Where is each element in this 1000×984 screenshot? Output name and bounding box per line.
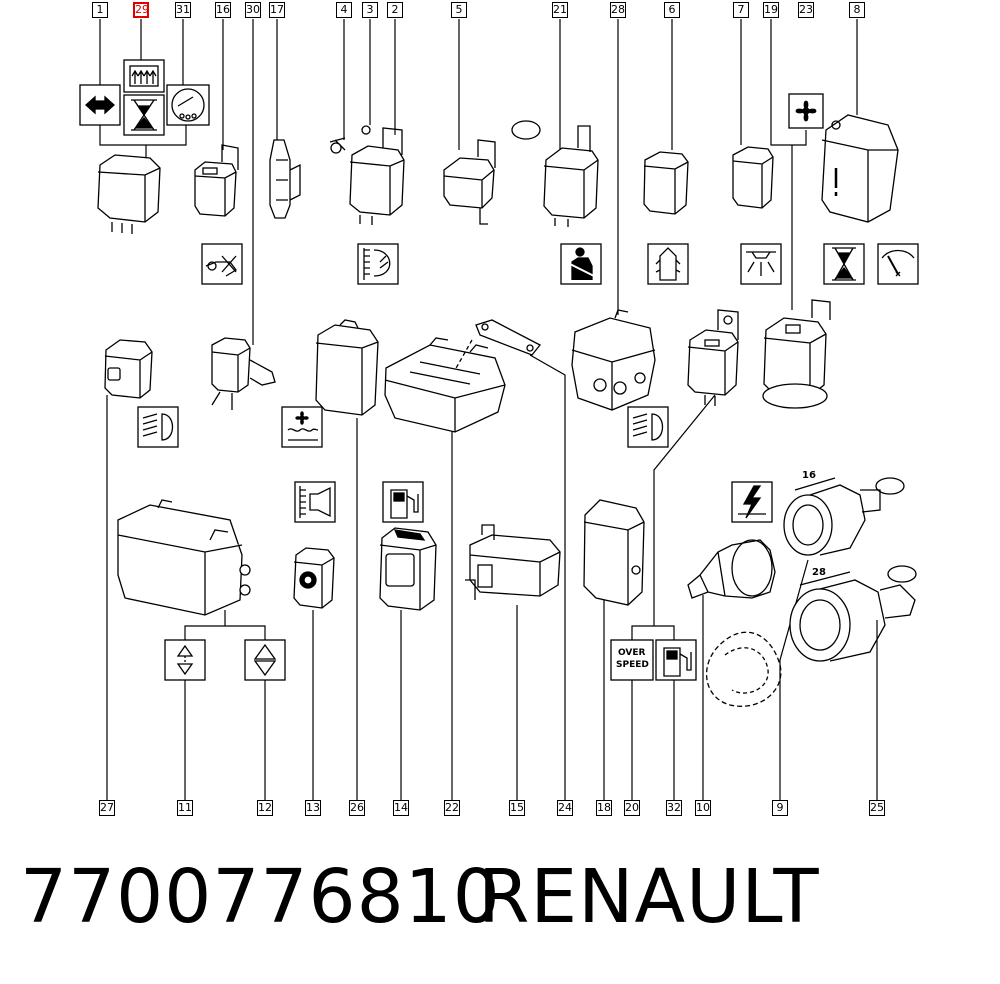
leader-24 (529, 354, 566, 800)
connector-25 (789, 565, 917, 662)
callout-21: 21 (552, 2, 568, 18)
symbol-rear-defrost (123, 59, 165, 93)
symbol-hourglass-2 (823, 243, 865, 285)
callout-9: 9 (772, 800, 788, 816)
connector-9 (783, 477, 905, 556)
callout-10: 10 (695, 800, 711, 816)
sensor-10 (687, 539, 776, 599)
callout-13: 13 (305, 800, 321, 816)
relay-14 (379, 527, 437, 611)
timer-module-11-12 (117, 499, 251, 616)
callout-31: 31 (175, 2, 191, 18)
relay-26 (315, 319, 379, 416)
symbol-interior-light (740, 243, 782, 285)
symbol-coolant-fan (281, 406, 323, 448)
symbol-door-ajar (201, 243, 243, 285)
callout-29: 29 (133, 2, 149, 18)
callout-22: 22 (444, 800, 460, 816)
relay-13 (293, 547, 335, 609)
overspeed-label-line2: SPEED (616, 660, 649, 670)
callout-20: 20 (624, 800, 640, 816)
relay-21 (543, 125, 599, 227)
callout-7: 7 (733, 2, 749, 18)
callout-1: 1 (92, 2, 108, 18)
dimension-28-label: 28 (812, 567, 826, 578)
symbol-hazard-arrows (79, 84, 121, 126)
module-18 (583, 499, 645, 606)
leader-group-20-32b (653, 394, 716, 626)
symbol-fuel-2 (655, 639, 697, 681)
callout-15: 15 (509, 800, 525, 816)
leader-9 (779, 559, 809, 800)
relay-27 (104, 339, 153, 399)
relay-1 (97, 154, 161, 234)
callout-23: 23 (798, 2, 814, 18)
callout-16: 16 (215, 2, 231, 18)
callout-2: 2 (387, 2, 403, 18)
symbol-overspeed (610, 639, 654, 681)
relay-6 (643, 151, 689, 215)
module-24 (571, 309, 656, 411)
symbol-window-up-down (164, 639, 206, 681)
relay-5 (443, 120, 541, 225)
callout-32: 32 (666, 800, 682, 816)
symbol-power-lightning (731, 481, 773, 523)
callout-14: 14 (393, 800, 409, 816)
symbol-fan (788, 93, 824, 129)
callout-17: 17 (269, 2, 285, 18)
symbol-gauge (166, 84, 210, 126)
relay-10-upper (687, 309, 739, 406)
callout-27: 27 (99, 800, 115, 816)
relay-16 (194, 144, 239, 217)
overspeed-label-line1: OVER (618, 648, 646, 658)
symbol-horn (294, 481, 336, 523)
symbol-dipped-beam (137, 406, 179, 448)
symbol-wiper-screen (357, 243, 399, 285)
bulb-holder-17 (269, 139, 301, 219)
callout-6: 6 (664, 2, 680, 18)
brand-name: RENAULT (478, 854, 820, 940)
symbol-hourglass (123, 94, 165, 136)
callout-24: 24 (557, 800, 573, 816)
callout-4: 4 (336, 2, 352, 18)
callout-3: 3 (362, 2, 378, 18)
callout-11: 11 (177, 800, 193, 816)
dimension-16-label: 16 (802, 470, 816, 481)
symbol-car-doors (647, 243, 689, 285)
callout-30: 30 (245, 2, 261, 18)
callout-26: 26 (349, 800, 365, 816)
symbol-dipped-beam-2 (627, 406, 669, 448)
module-8 (821, 114, 899, 223)
part-number: 7700776810 (20, 854, 501, 940)
relay-2 (329, 125, 405, 225)
callout-25: 25 (869, 800, 885, 816)
relay-19 (762, 299, 831, 409)
symbol-sunroof (244, 639, 286, 681)
relay-15 (465, 524, 561, 600)
leader-group-11-12 (184, 625, 266, 640)
relay-7 (732, 146, 774, 209)
fuse-box-22 (384, 319, 542, 433)
callout-28: 28 (610, 2, 626, 18)
symbol-fuel (382, 481, 424, 523)
symbol-wiper-intermittent (877, 243, 919, 285)
callout-18: 18 (596, 800, 612, 816)
callout-5: 5 (451, 2, 467, 18)
symbol-seatbelt (560, 243, 602, 285)
leader-19 (770, 19, 807, 146)
flasher-30 (211, 337, 276, 410)
callout-8: 8 (849, 2, 865, 18)
callout-19: 19 (763, 2, 779, 18)
connector-10-exploded (706, 631, 782, 707)
callout-12: 12 (257, 800, 273, 816)
leader-group-20-32 (631, 625, 675, 640)
leader-group-1 (99, 125, 187, 146)
